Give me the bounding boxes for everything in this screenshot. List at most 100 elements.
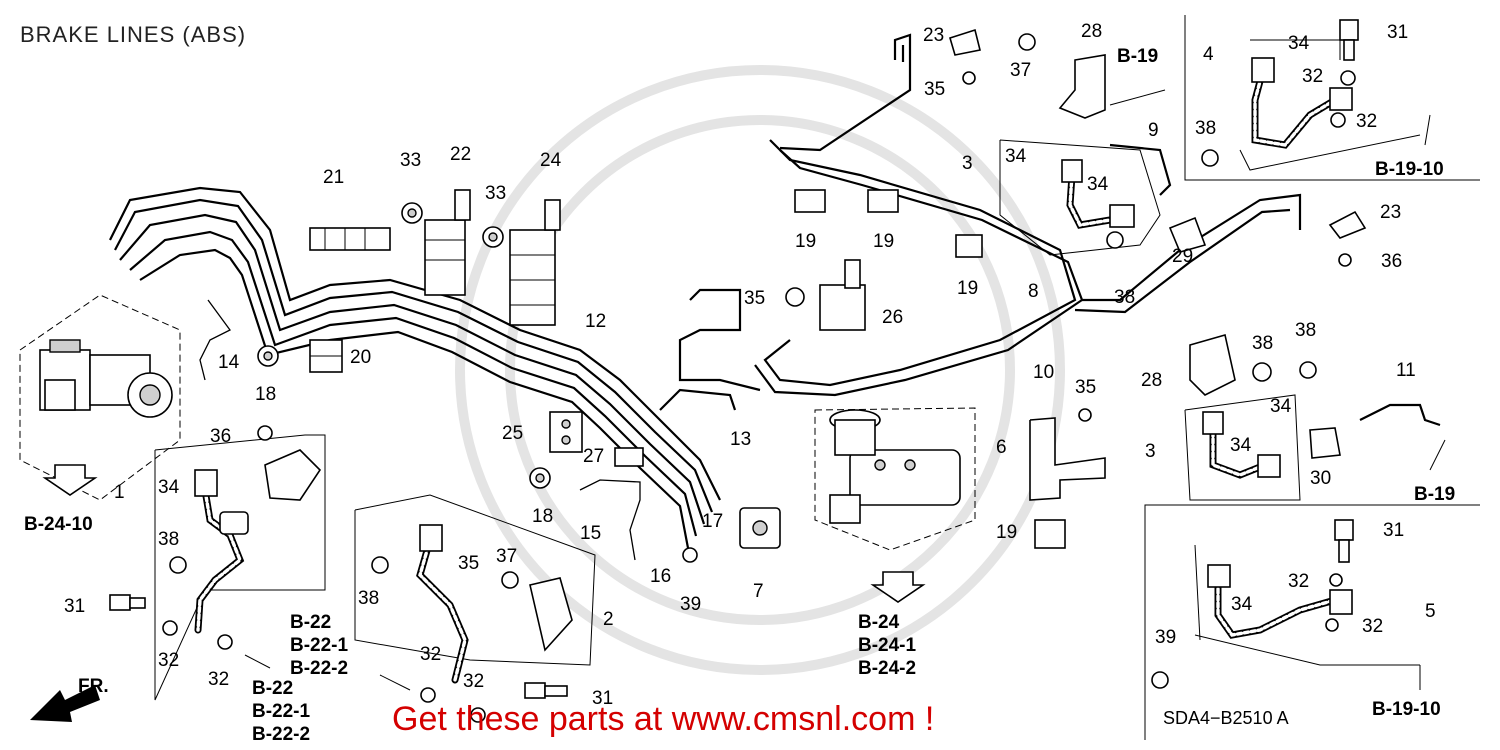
grommet-18a [257,345,279,367]
ref-label: B-19 [1117,46,1158,67]
bracket-6 [1029,417,1106,501]
pipe-12-13-15 [579,288,761,561]
part-number: 12 [585,311,606,332]
part-number: 15 [580,523,601,544]
front-arrow-label: FR. [78,676,109,697]
part-number: 2 [603,609,614,630]
part-number: 38 [1252,333,1273,354]
part-number: 36 [210,426,231,447]
part-number: 11 [1396,360,1416,381]
clip-21 [309,227,391,251]
ref-label: B-22-1 [290,635,349,656]
pipe-11 [1359,403,1441,427]
part-number: 8 [1028,281,1039,302]
part-number: 3 [1145,441,1156,462]
clip-26 [819,259,866,331]
part-number: 35 [744,288,765,309]
part-number: 39 [1155,627,1176,648]
ref-label: B-24-10 [24,514,93,535]
proportioning-valve [739,507,781,549]
ref-labels: B-19 B-19-10 B-19 B-19-10 B-24-10 B-22 B… [24,46,1455,745]
bolts [109,19,1359,723]
page-title: BRAKE LINES (ABS) [20,22,247,47]
part-number: 35 [1075,377,1096,398]
part-number: 7 [753,581,764,602]
grommet-18b [529,467,551,489]
part-number: 33 [485,183,506,204]
part-number: 37 [1010,60,1031,81]
ref-label: B-19-10 [1375,159,1444,180]
part-number: 28 [1081,21,1102,42]
clip-19-set [794,189,1066,549]
part-number: 1 [114,482,125,503]
part-number: 34 [1288,33,1310,54]
part-number: 31 [64,596,85,617]
brackets-misc [949,28,1367,459]
master-cylinder [814,407,976,551]
part-number: 19 [873,231,894,252]
part-number: 18 [255,384,276,405]
hose-2 [354,494,596,684]
clip-20 [309,339,343,373]
part-number: 34 [1270,396,1292,417]
part-number: 32 [1302,66,1323,87]
part-number: 32 [420,644,441,665]
part-number: 31 [592,688,613,709]
part-number: 20 [350,347,371,368]
part-number: 13 [730,429,751,450]
part-number: 26 [882,307,903,328]
pipe-upper [779,33,912,152]
ref-label: B-22-2 [290,658,348,679]
ref-label: B-19 [1414,484,1455,505]
part-number: 34 [1231,594,1253,615]
abs-modulator [19,294,181,501]
part-number: 36 [1381,251,1402,272]
part-number: 29 [1172,246,1193,267]
part-number: 32 [1356,111,1377,132]
part-number: 14 [218,352,240,373]
part-number: 38 [158,529,179,550]
part-number: 38 [358,588,379,609]
brake-pipe-bundle [109,186,721,549]
ref-arrows [42,89,1446,691]
ref-label: B-24-1 [858,635,917,656]
grommet-33b [482,226,504,248]
part-number: 34 [1230,435,1252,456]
part-number: 19 [996,522,1017,543]
part-number: 18 [532,506,553,527]
front-arrow: FR. [30,676,109,722]
part-number: 32 [208,669,229,690]
part-number: 3 [962,153,973,174]
part-number: 39 [680,594,701,615]
part-number: 35 [924,79,945,100]
part-number: 6 [996,437,1007,458]
part-number: 23 [1380,202,1401,223]
part-number: 34 [1087,174,1109,195]
part-number: 38 [1114,287,1135,308]
hose-4-box [1184,15,1480,181]
ref-label: B-22-2 [252,724,310,745]
part-number: 19 [957,278,978,299]
part-number: 32 [158,650,179,671]
part-number: 32 [1362,616,1383,637]
part-labels: 1 2 3 3 4 5 6 7 8 9 10 11 12 13 14 15 16… [64,21,1436,709]
grommet-33a [401,202,423,224]
watermark [455,65,1065,675]
part-number: 25 [502,423,523,444]
part-number: 10 [1033,362,1054,383]
part-number: 17 [702,511,723,532]
ref-label: B-19-10 [1372,699,1441,720]
part-number: 27 [583,446,604,467]
part-number: 38 [1195,118,1216,139]
part-number: 33 [400,150,421,171]
ref-label: B-22-1 [252,701,311,722]
pipe-9 [1109,143,1172,196]
part-number: 16 [650,566,671,587]
part-number: 32 [463,671,484,692]
part-number: 28 [1141,370,1162,391]
pipe-8-10 [754,139,1302,397]
part-number: 31 [1387,22,1408,43]
clip-24 [509,199,561,326]
part-number: 30 [1310,468,1331,489]
part-number: 9 [1148,120,1159,141]
